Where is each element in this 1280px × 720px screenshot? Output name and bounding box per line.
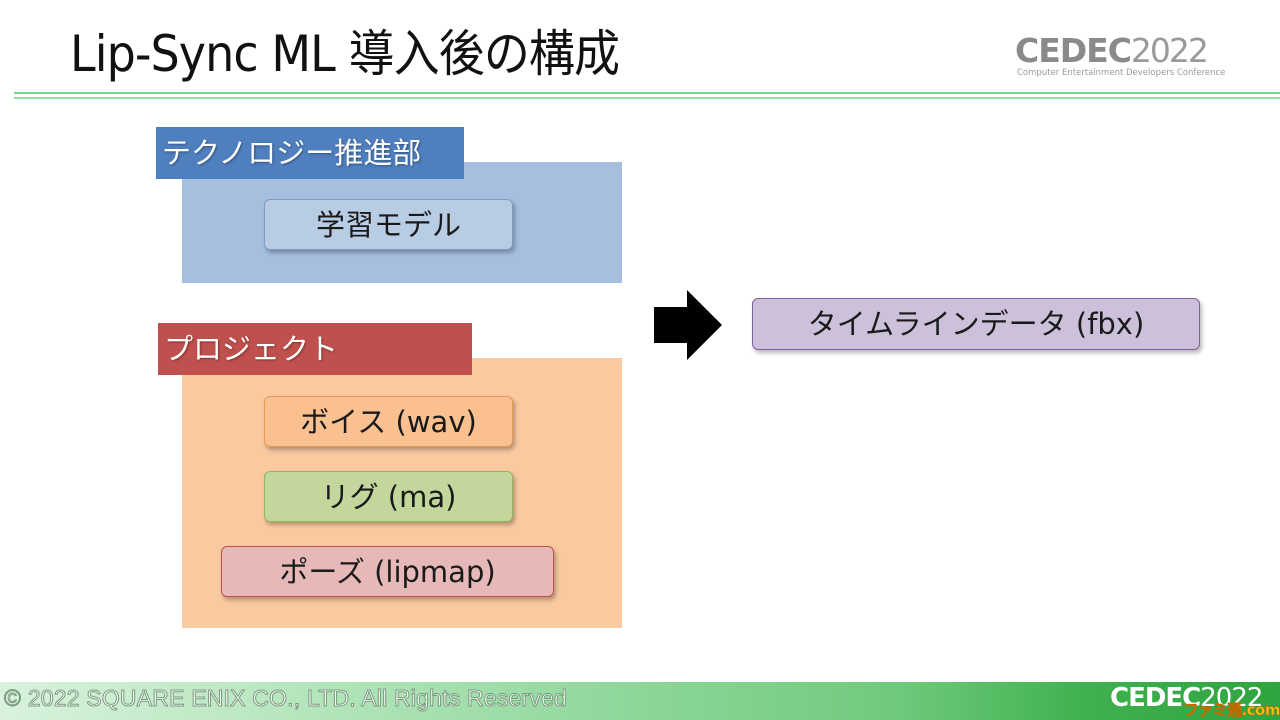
copyright-text: © 2022 SQUARE ENIX CO., LTD. All Rights … (4, 685, 568, 712)
technology-group-label: テクノロジー推進部 (156, 127, 464, 179)
footer-cedec-logo-text: CEDEC (1110, 683, 1201, 713)
pose-lipmap-box: ポーズ (lipmap) (221, 546, 554, 597)
header-divider-secondary (14, 97, 1280, 99)
timeline-data-fbx-box: タイムラインデータ (fbx) (752, 298, 1200, 350)
cedec-logo: CEDEC2022 Computer Entertainment Develop… (1015, 34, 1225, 80)
footer-cedec-logo: CEDEC2022 (1110, 684, 1270, 720)
header-divider (14, 92, 1280, 94)
cedec-logo-year: 2022 (1130, 31, 1209, 70)
slide-title: Lip-Sync ML 導入後の構成 (70, 25, 620, 83)
cedec-logo-text: CEDEC (1015, 31, 1132, 70)
rig-ma-box: リグ (ma) (264, 471, 513, 522)
cedec-logo-mark: CEDEC2022 (1015, 34, 1225, 68)
footer-cedec-logo-year: 2022 (1200, 683, 1263, 713)
voice-wav-box: ボイス (wav) (264, 396, 513, 447)
project-group-label: プロジェクト (158, 323, 472, 375)
famitsu-watermark: ファミ通.com (1183, 701, 1280, 720)
footer-bar: © 2022 SQUARE ENIX CO., LTD. All Rights … (0, 682, 1280, 720)
footer-cedec-logo-mark: CEDEC2022 (1110, 684, 1270, 712)
learning-model-box: 学習モデル (264, 199, 513, 250)
cedec-logo-subtitle: Computer Entertainment Developers Confer… (1017, 68, 1226, 78)
right-arrow-icon (654, 290, 722, 360)
